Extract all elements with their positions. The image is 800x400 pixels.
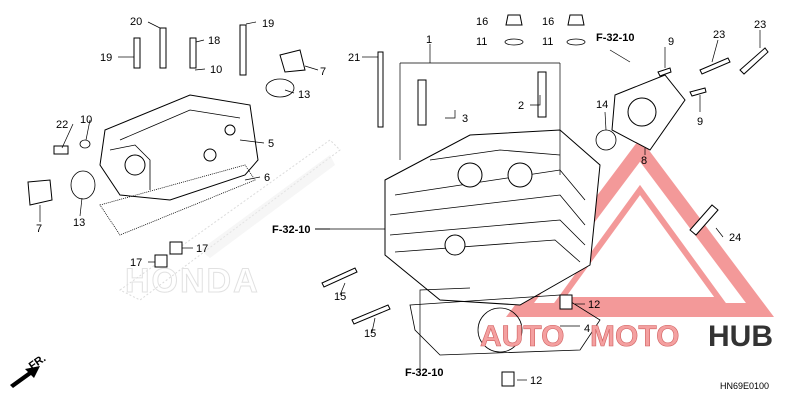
callout-11-right: 11: [542, 36, 553, 48]
callout-23-left: 23: [713, 29, 725, 41]
plug-7-left: [27, 179, 53, 206]
callout-15-bottom: 15: [364, 328, 376, 340]
callout-10-top: 10: [210, 64, 222, 76]
leader-lines: [39, 21, 761, 381]
reference-label-top: F-32-10: [596, 32, 635, 44]
callout-9-right: 9: [697, 116, 703, 128]
reference-label-middle: F-32-10: [272, 224, 311, 236]
callout-8: 8: [641, 155, 647, 167]
callout-11-left: 11: [476, 36, 487, 48]
callout-10-left: 10: [80, 114, 92, 126]
watermark-text: AUTO MOTO HUB: [480, 320, 773, 354]
callout-21: 21: [348, 52, 360, 64]
honda-brand-text: HONDA: [125, 262, 260, 300]
callout-labels: 20 19 18 10 19 7 13 22 10 5 6 7 13 17 17…: [36, 16, 766, 387]
head-cover-gasket: [99, 164, 256, 236]
cylinder-head: [384, 129, 601, 306]
callout-18: 18: [208, 35, 220, 47]
o-ring-13-top: [265, 78, 295, 98]
callout-3: 3: [462, 113, 468, 125]
callout-20: 20: [130, 16, 142, 28]
callout-16-left: 16: [476, 16, 488, 28]
intake-insulator: [611, 74, 686, 151]
callout-6: 6: [264, 172, 270, 184]
callout-7-top: 7: [320, 66, 326, 78]
callout-19-left: 19: [100, 52, 112, 64]
diagram-code: HN69E0100: [720, 381, 769, 391]
callout-23-right: 23: [754, 19, 766, 31]
watermark-part-auto: AUTO: [480, 320, 564, 353]
o-ring-14: [595, 129, 617, 151]
callout-9-top: 9: [668, 36, 674, 48]
callout-16-right: 16: [542, 16, 554, 28]
watermark-part-hub: HUB: [708, 320, 773, 353]
callout-24: 24: [729, 232, 741, 244]
callout-13-left: 13: [73, 217, 85, 229]
callout-7-left: 7: [36, 223, 42, 235]
callout-5: 5: [268, 138, 274, 150]
callout-2: 2: [518, 100, 524, 112]
callout-17-left: 17: [130, 257, 142, 269]
callout-22: 22: [56, 119, 68, 131]
cylinder-head-cover: [99, 94, 259, 201]
callout-17-right: 17: [196, 243, 208, 255]
o-ring-13-left: [70, 170, 96, 200]
callout-12-bottom: 12: [530, 375, 542, 387]
callout-12-top: 12: [588, 299, 600, 311]
reference-label-bottom: F-32-10: [405, 367, 444, 379]
callout-4: 4: [584, 323, 590, 335]
callout-1: 1: [426, 34, 432, 46]
honda-wing-background: HONDA: [119, 139, 341, 301]
bolts: [53, 14, 769, 387]
reference-labels: F-32-10 F-32-10 F-32-10: [272, 32, 635, 379]
callout-15-top: 15: [334, 291, 346, 303]
watermark-part-moto: MOTO: [590, 320, 679, 353]
callout-19-right: 19: [262, 18, 274, 30]
callout-13-top: 13: [298, 89, 310, 101]
callout-14: 14: [596, 99, 608, 111]
plug-7-top: [279, 49, 306, 73]
front-marker: FR.: [10, 352, 48, 388]
